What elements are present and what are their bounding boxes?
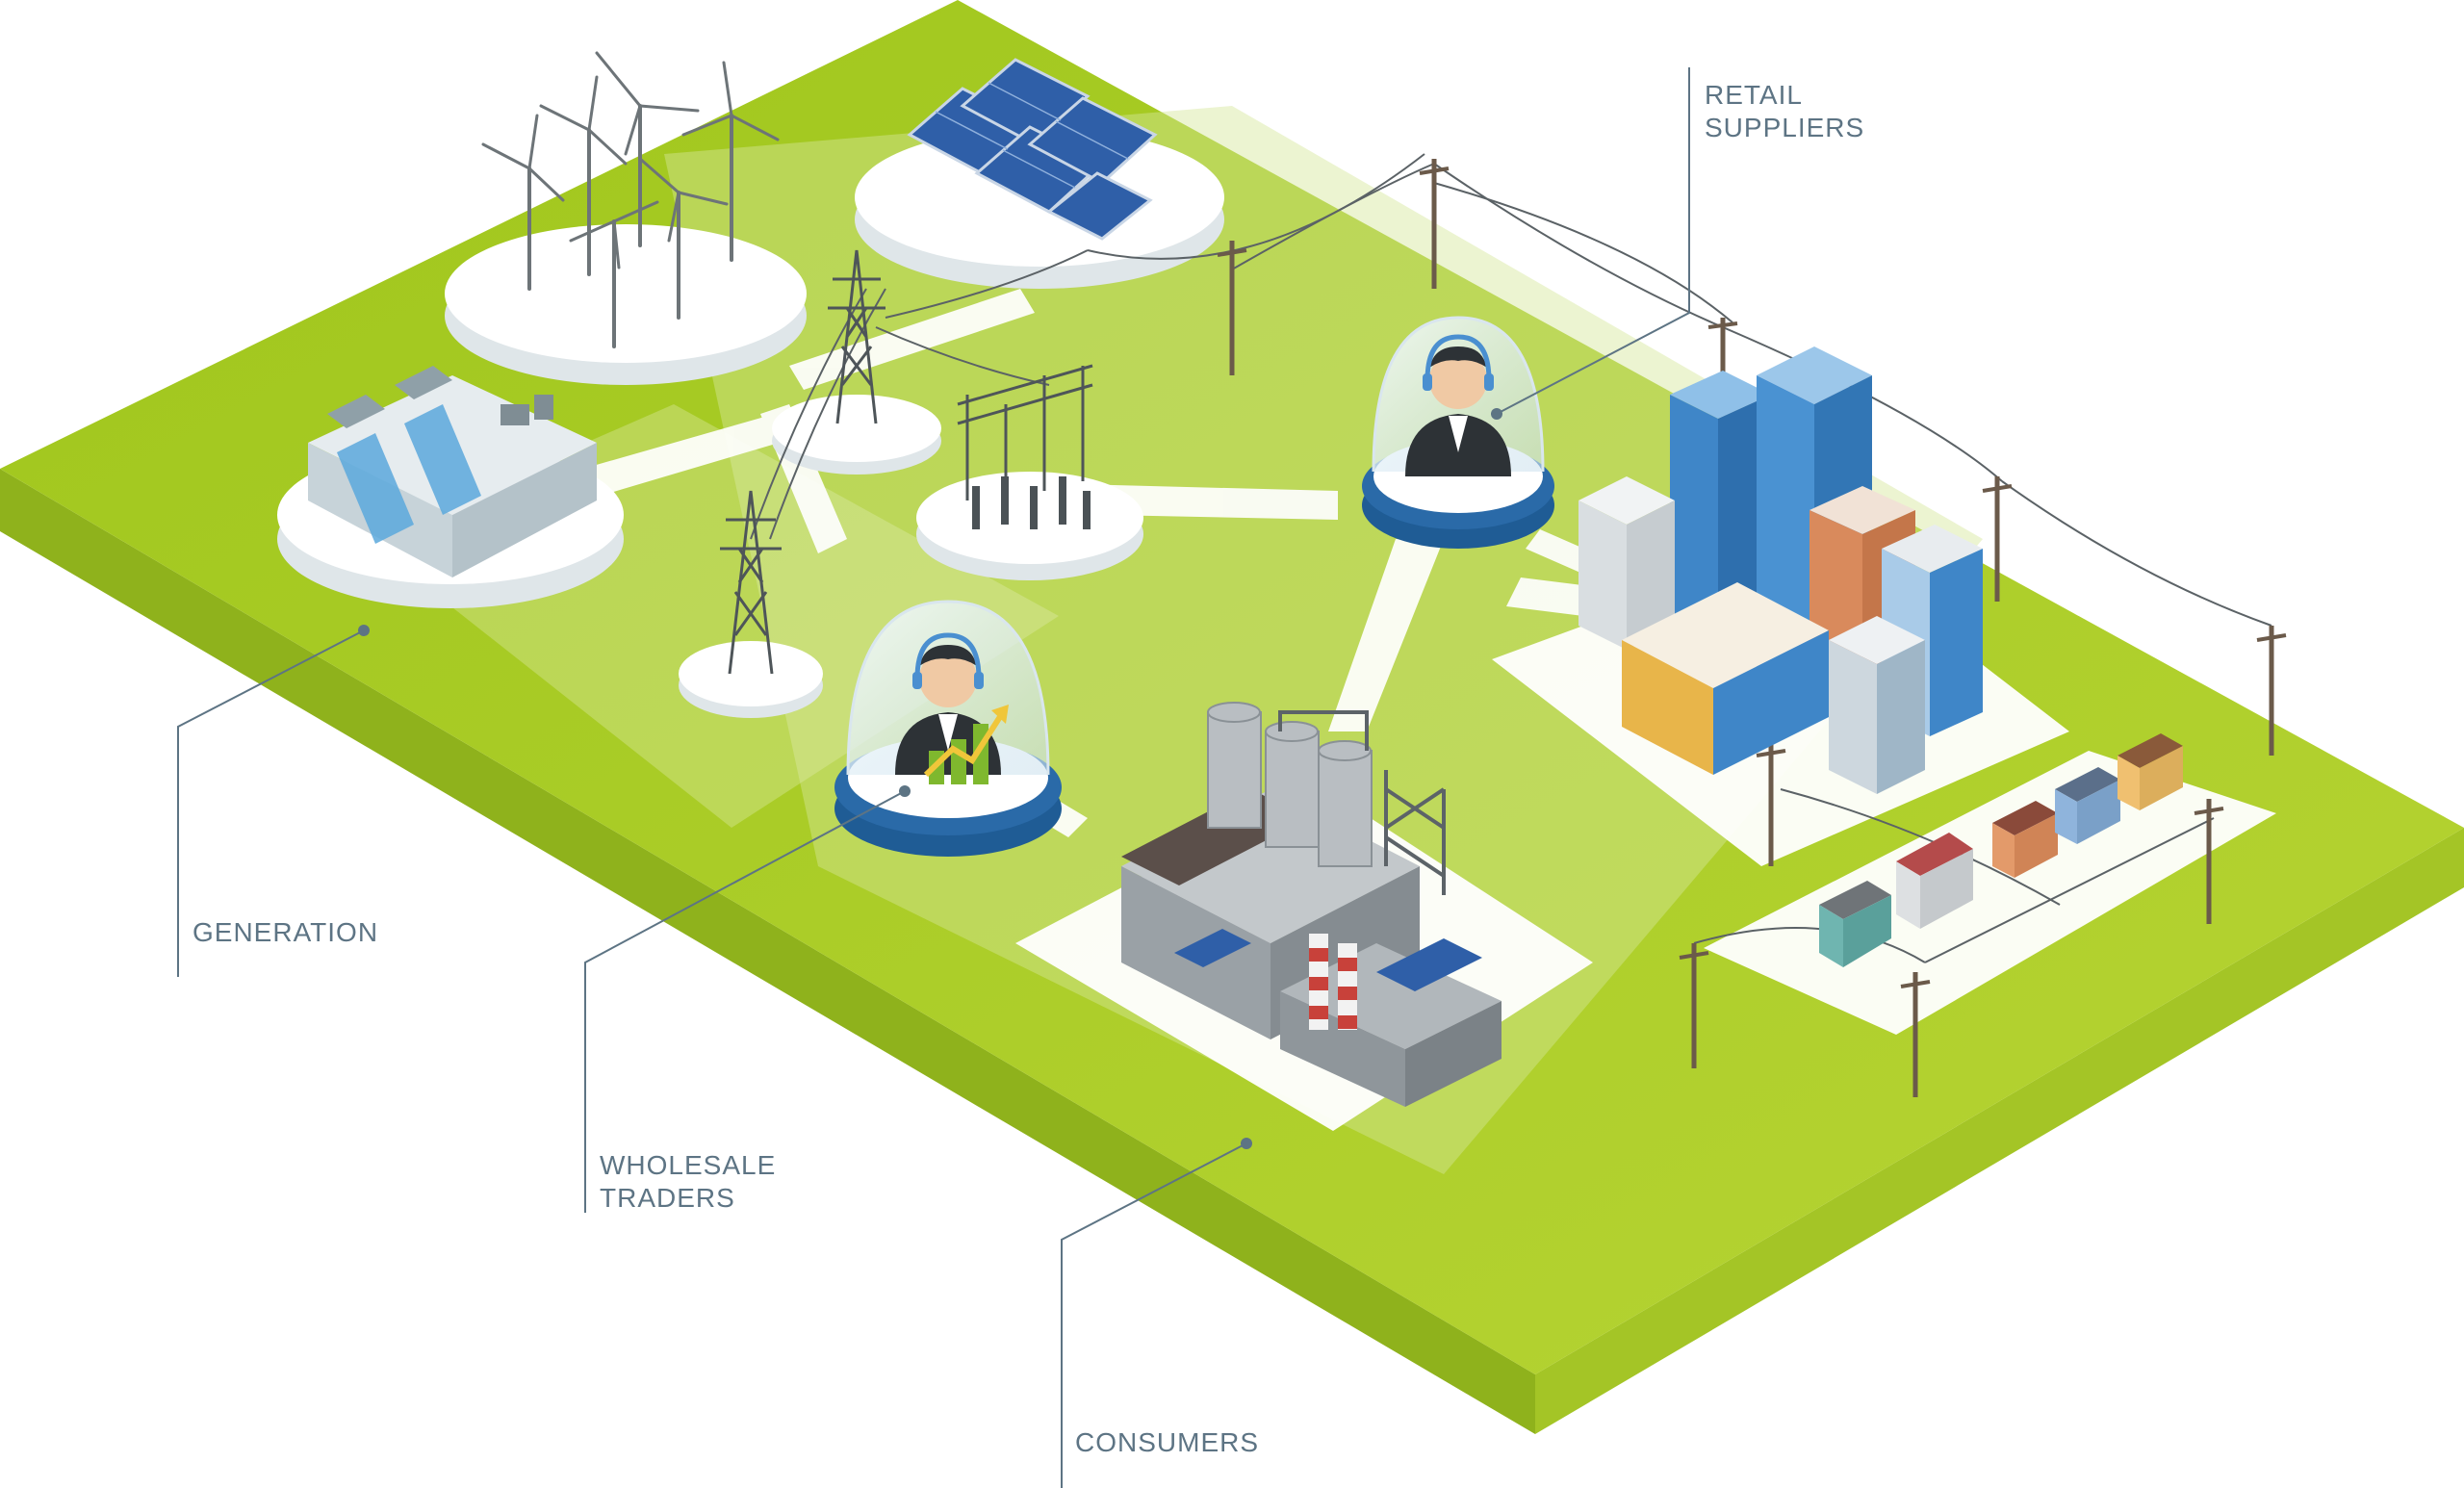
house-icon: [1819, 733, 2183, 967]
retail-supplier-station: [1362, 316, 1554, 549]
generation-label: GENERATION: [192, 917, 379, 947]
callout-dot-wholesale: [899, 785, 911, 797]
chimney-icon: [1309, 934, 1357, 1030]
pylon-platform-lower: [679, 641, 823, 718]
utility-pole-icon: [1217, 159, 2287, 1097]
office-building-icon: [1578, 346, 1983, 794]
factory-icon: [1121, 702, 1502, 1107]
substation-icon: [972, 476, 1091, 529]
trend-chart-icon: [923, 705, 1009, 784]
wholesale-traders-line-1: WHOLESALE: [600, 1150, 777, 1180]
wind-turbine-icon: [481, 51, 780, 348]
wholesale-traders-line-2: TRADERS: [600, 1183, 735, 1213]
callout-dots: [358, 408, 1502, 1149]
consumers-label: CONSUMERS: [1075, 1427, 1260, 1457]
retail-suppliers-line-1: RETAIL: [1705, 80, 1803, 110]
pylon-icon: [720, 249, 1093, 675]
retail-suppliers-line-2: SUPPLIERS: [1705, 113, 1865, 142]
wind-farm-platform: [445, 224, 807, 385]
retail-suppliers-label: RETAIL SUPPLIERS: [1705, 79, 1864, 144]
callout-dot-generation: [358, 625, 370, 636]
wholesale-traders-label: WHOLESALE TRADERS: [600, 1149, 776, 1215]
solar-panel-icon: [907, 58, 1158, 241]
callout-line-retail: [1496, 67, 1690, 415]
solar-farm-platform: [855, 128, 1224, 289]
hydro-dam-icon: [308, 366, 597, 577]
callout-lines: [177, 67, 1690, 1488]
wholesale-trader-station: [834, 600, 1062, 857]
ground-side-right: [1535, 828, 2464, 1434]
callout-line-generation: [177, 629, 365, 977]
ground-light-band: [664, 106, 1983, 1174]
callout-line-wholesale: [584, 790, 906, 1213]
callout-dot-consumers: [1241, 1138, 1252, 1149]
callout-line-consumers: [1061, 1142, 1247, 1488]
operator-headset-icon: [1405, 334, 1511, 476]
callout-dot-retail: [1491, 408, 1502, 420]
pylon-platform-upper: [772, 395, 941, 475]
